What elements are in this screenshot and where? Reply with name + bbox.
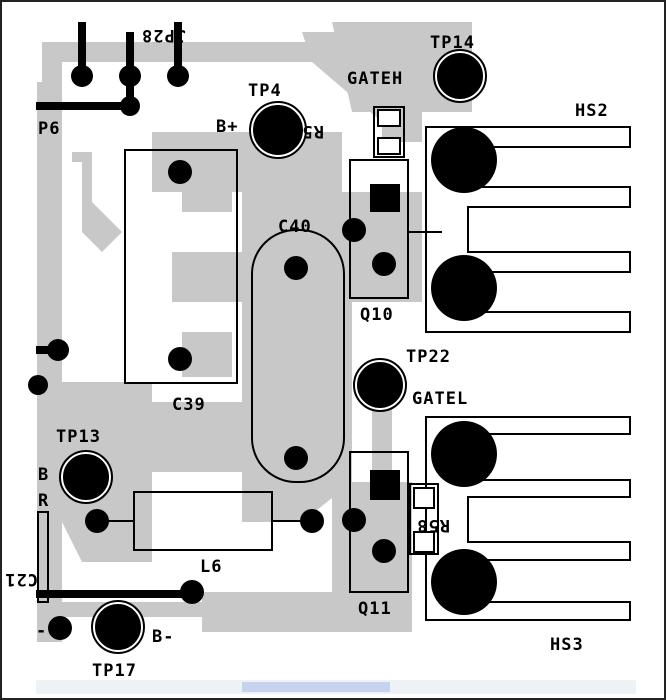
label-hs3: HS3 bbox=[550, 635, 584, 655]
label-tp14: TP14 bbox=[430, 33, 475, 53]
label-b-plus: B+ bbox=[216, 117, 238, 137]
label-r-left: R bbox=[38, 491, 49, 511]
label-q10: Q10 bbox=[360, 305, 394, 325]
label-gatel: GATEL bbox=[412, 389, 468, 409]
resistor-pads bbox=[377, 109, 435, 553]
label-q11: Q11 bbox=[358, 599, 392, 619]
label-hs2: HS2 bbox=[575, 101, 609, 121]
pads bbox=[28, 65, 497, 640]
label-gateh: GATEH bbox=[347, 69, 403, 89]
label-minus: - bbox=[36, 621, 47, 641]
label-tp6: P6 bbox=[38, 119, 60, 139]
label-tp17: TP17 bbox=[92, 661, 137, 681]
label-l6: L6 bbox=[200, 557, 222, 577]
label-tp22: TP22 bbox=[406, 347, 451, 367]
scrollbar-thumb[interactable] bbox=[242, 682, 390, 692]
silkscreen-text: TP14 TP4 GATEH B+ R56 HS2 P6 C40 Q10 TP2… bbox=[4, 25, 609, 681]
label-b-minus: B- bbox=[152, 627, 174, 647]
label-c39: C39 bbox=[172, 395, 206, 415]
label-tp13: TP13 bbox=[56, 427, 101, 447]
label-tp4: TP4 bbox=[248, 81, 282, 101]
label-c40: C40 bbox=[278, 217, 312, 237]
label-b-left: B bbox=[38, 465, 49, 485]
label-r56: R56 bbox=[290, 121, 324, 141]
label-c21: C21 bbox=[4, 569, 38, 589]
horizontal-scrollbar[interactable] bbox=[36, 680, 636, 694]
label-r58: R58 bbox=[416, 515, 450, 535]
label-top-partial: JP28 bbox=[141, 25, 186, 45]
test-points bbox=[59, 49, 487, 654]
